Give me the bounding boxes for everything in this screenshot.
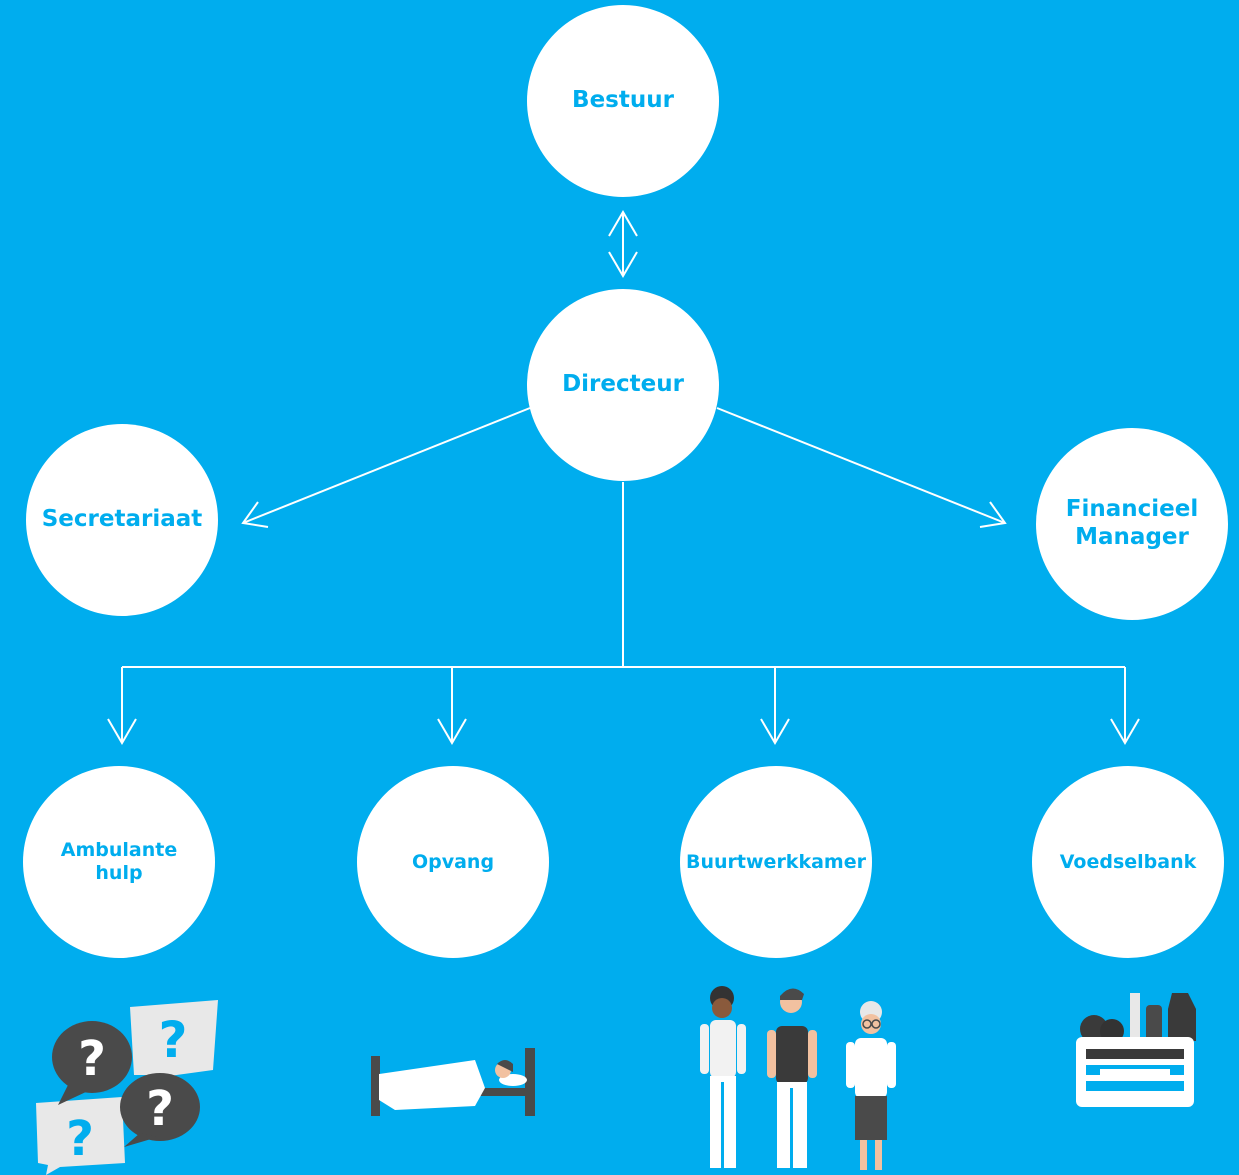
person-in-bed-icon (371, 1048, 535, 1116)
svg-text:?: ? (146, 1081, 174, 1137)
node-financieel-manager: Financieel Manager (1036, 428, 1228, 620)
node-voedselbank: Voedselbank (1032, 766, 1224, 958)
node-ambulante-hulp: Ambulante hulp (23, 766, 215, 958)
node-opvang: Opvang (357, 766, 549, 958)
branch-lines (107, 482, 1140, 745)
three-people-icon (700, 986, 896, 1170)
node-label-secretariaat: Secretariaat (41, 506, 203, 533)
svg-text:?: ? (78, 1031, 106, 1087)
node-label-financieel-manager: Financieel Manager (1065, 496, 1199, 550)
svg-text:?: ? (66, 1111, 94, 1167)
node-label-opvang: Opvang (411, 850, 495, 873)
node-label-buurtwerkkamer: Buurtwerkkamer (686, 850, 866, 873)
arrow-to-secretariaat (241, 407, 531, 528)
node-label-bestuur: Bestuur (572, 87, 674, 114)
node-secretariaat: Secretariaat (26, 424, 218, 616)
node-buurtwerkkamer: Buurtwerkkamer (680, 766, 872, 958)
node-label-voedselbank: Voedselbank (1059, 850, 1197, 873)
node-label-directeur: Directeur (562, 371, 684, 398)
question-speech-bubbles-icon: ? ? ? ? (36, 1000, 218, 1175)
svg-text:?: ? (158, 1011, 187, 1069)
grocery-basket-icon (1076, 993, 1196, 1107)
arrow-to-financieel-manager (716, 407, 1007, 528)
double-arrow-bestuur-directeur (608, 210, 638, 278)
node-bestuur: Bestuur (527, 5, 719, 197)
node-directeur: Directeur (527, 289, 719, 481)
node-label-ambulante-hulp: Ambulante hulp (60, 839, 178, 884)
